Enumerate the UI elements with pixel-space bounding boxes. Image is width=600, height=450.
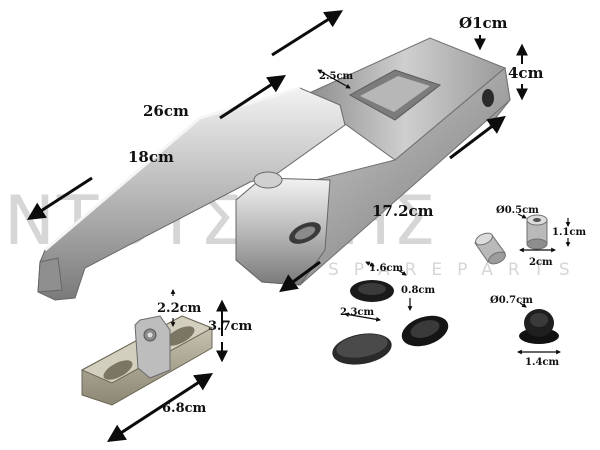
- label-oval-cap-length: 2.3cm: [340, 307, 375, 318]
- round-cap: [519, 309, 559, 344]
- label-body-height: 4cm: [508, 64, 544, 82]
- label-bushing-length: 2cm: [529, 257, 553, 268]
- watermark-tagline: SPAREPARTS: [328, 260, 585, 280]
- bushing-short: [474, 232, 506, 265]
- label-plate-length: 6.8cm: [162, 401, 207, 416]
- strike-plate: [80, 315, 214, 406]
- oval-cap-upper: [350, 280, 394, 302]
- bushing-tall: [526, 214, 548, 250]
- label-bushing-height: 1.1cm: [552, 227, 587, 238]
- label-plate-height-small: 2.2cm: [157, 301, 202, 316]
- handle-lever: [37, 86, 346, 301]
- label-handle-width: 2.5cm: [319, 71, 354, 82]
- label-bushing-inner-diameter: Ø0.5cm: [496, 205, 539, 216]
- label-round-cap-width: 1.4cm: [525, 357, 560, 368]
- label-oval-cap-depth: 0.8cm: [401, 285, 436, 296]
- label-plate-height-total: 3.7cm: [208, 319, 253, 334]
- small-dimension-arrows: [170, 69, 571, 355]
- dimension-arrows: [26, 10, 528, 442]
- label-handle-grip-length: 18cm: [128, 148, 174, 166]
- label-handle-total-length: 26cm: [143, 102, 189, 120]
- label-body-length: 17.2cm: [372, 202, 434, 220]
- label-oval-cap-width: 1.6cm: [369, 263, 404, 274]
- label-round-cap-diameter: Ø0.7cm: [490, 295, 533, 306]
- label-pin-diameter: Ø1cm: [459, 14, 508, 32]
- oval-cap-flat: [332, 333, 392, 365]
- oval-cap-right: [401, 315, 449, 347]
